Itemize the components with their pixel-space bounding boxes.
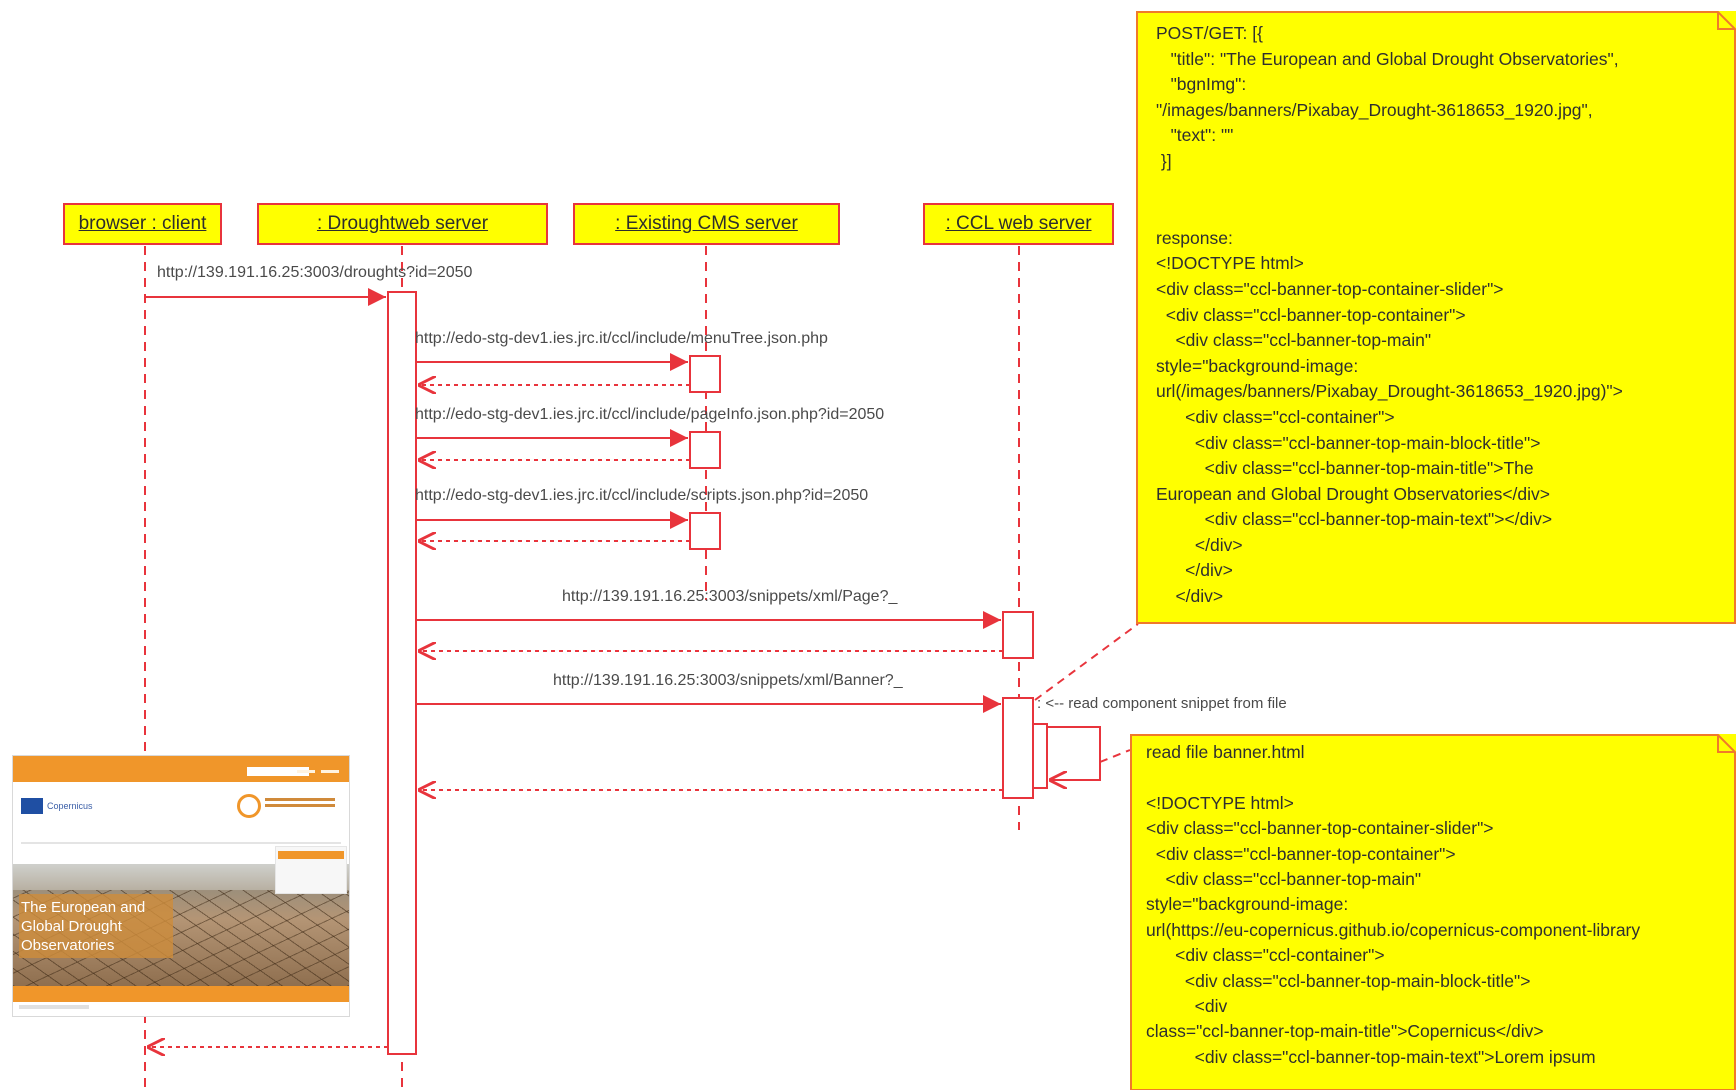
emergency-management-logo-icon [237, 794, 261, 818]
lifeline-header-droughtweb: : Droughtweb server [257, 203, 548, 245]
note-top-shape [1136, 11, 1736, 624]
thumbnail-banner-title: The European and Global Drought Observat… [21, 899, 146, 954]
thumbnail-footer-link [19, 1005, 89, 1009]
message-label-m6: http://139.191.16.25:3003/snippets/xml/B… [553, 672, 903, 689]
note-bottom-shape [1130, 734, 1736, 1090]
note-bottom-text: read file banner.html <!DOCTYPE html> <d… [1146, 742, 1641, 1067]
lifeline-header-browser: browser : client [63, 203, 222, 245]
thumbnail-search-box [247, 767, 309, 776]
thumbnail-title-box [19, 894, 173, 958]
message-label-m2: http://edo-stg-dev1.ies.jrc.it/ccl/inclu… [415, 330, 828, 347]
note-bottom-connector [1099, 749, 1131, 763]
activation-ccl-self [1032, 723, 1048, 789]
rendered-page-thumbnail: Copernicus The European and Global Droug… [12, 755, 350, 1017]
activation-cms-2 [689, 431, 721, 469]
thumbnail-footer [13, 986, 349, 1002]
activation-droughtweb [387, 291, 417, 1055]
self-message-arrow [1047, 726, 1101, 780]
lifeline-header-cms: : Existing CMS server [573, 203, 840, 245]
thumbnail-top-bar [13, 756, 349, 782]
message-label-m3: http://edo-stg-dev1.ies.jrc.it/ccl/inclu… [415, 406, 885, 423]
thumbnail-nav [297, 770, 339, 773]
thumbnail-dropdown-menu [275, 846, 347, 894]
note-read-banner-file: read file banner.html <!DOCTYPE html> <d… [1130, 734, 1736, 1090]
emergency-management-logo-text [265, 798, 335, 810]
activation-ccl-2 [1002, 697, 1034, 799]
message-label-m1: http://139.191.16.25:3003/droughts?id=20… [157, 264, 473, 281]
note-top-text: POST/GET: [{ "title": "The European and … [1156, 23, 1623, 607]
thumbnail-breadcrumb [21, 842, 341, 844]
activation-cms-3 [689, 512, 721, 550]
note-top-connector [1034, 623, 1139, 701]
activation-cms-1 [689, 355, 721, 393]
note-response-page-data: POST/GET: [{ "title": "The European and … [1136, 11, 1736, 624]
copernicus-logo: Copernicus [47, 801, 93, 811]
message-label-m5: http://139.191.16.25:3003/snippets/xml/P… [562, 588, 898, 605]
eu-flag-icon [21, 798, 43, 814]
message-label-self: : <-- read component snippet from file [1037, 695, 1287, 712]
activation-ccl-1 [1002, 611, 1034, 659]
lifeline-header-ccl: : CCL web server [923, 203, 1114, 245]
message-label-m4: http://edo-stg-dev1.ies.jrc.it/ccl/inclu… [415, 487, 869, 504]
